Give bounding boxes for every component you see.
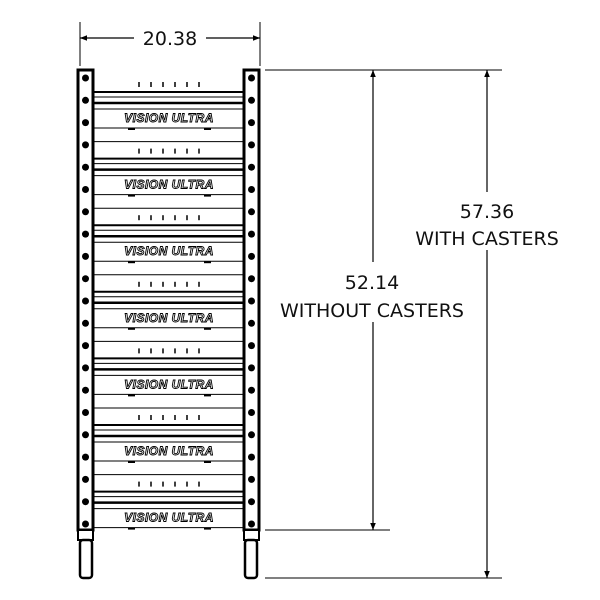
post-hole — [248, 163, 255, 171]
drawer: VISION ULTRA — [93, 481, 244, 530]
drawer: VISION ULTRA — [93, 148, 244, 209]
post-hole — [248, 364, 255, 372]
left-caster — [77, 529, 94, 580]
post-hole — [82, 498, 89, 506]
post-hole — [248, 252, 255, 260]
drawer: VISION ULTRA — [93, 348, 244, 409]
caster-wheel — [78, 538, 94, 580]
brand-label: VISION ULTRA — [124, 511, 214, 525]
post-hole — [82, 342, 89, 350]
drawer: VISION ULTRA — [93, 82, 244, 143]
post-hole — [82, 297, 89, 305]
drawer: VISION ULTRA — [93, 415, 244, 476]
caster-mount — [243, 529, 260, 541]
post-hole — [248, 498, 255, 506]
post-hole — [82, 163, 89, 171]
post-hole — [248, 386, 255, 394]
post-hole — [82, 520, 89, 528]
post-hole — [82, 275, 89, 283]
width-value: 20.38 — [143, 28, 197, 50]
right-caster — [243, 529, 260, 580]
height-without-casters-value: 52.14 — [345, 272, 399, 294]
post-hole — [82, 230, 89, 238]
post-hole — [82, 475, 89, 483]
post-hole — [82, 431, 89, 439]
post-hole — [82, 74, 89, 82]
brand-label: VISION ULTRA — [124, 311, 214, 325]
height-with-casters-dimension: 57.36 WITH CASTERS — [415, 70, 559, 578]
post-hole — [248, 342, 255, 350]
width-dimension: 20.38 — [79, 22, 261, 66]
post-hole — [248, 208, 255, 216]
post-hole — [248, 230, 255, 238]
post-hole — [82, 319, 89, 327]
height-without-casters-dimension: 52.14 WITHOUT CASTERS — [280, 70, 464, 530]
post-hole — [248, 119, 255, 127]
post-hole — [248, 74, 255, 82]
brand-label: VISION ULTRA — [124, 444, 214, 458]
brand-label: VISION ULTRA — [124, 111, 214, 125]
brand-label: VISION ULTRA — [124, 244, 214, 258]
caster-mount — [77, 529, 94, 541]
post-hole — [248, 453, 255, 461]
post-hole — [82, 252, 89, 260]
post-hole — [248, 520, 255, 528]
post-hole — [82, 409, 89, 416]
post-hole — [82, 141, 89, 149]
post-holes — [82, 74, 255, 528]
post-hole — [248, 319, 255, 327]
post-hole — [82, 96, 89, 104]
post-hole — [82, 119, 89, 127]
post-hole — [248, 96, 255, 104]
post-hole — [82, 186, 89, 193]
height-with-casters-value: 57.36 — [460, 201, 514, 223]
drawers: VISION ULTRA VISION ULTRA VISION ULTRA VISI… — [93, 82, 244, 530]
post-hole — [248, 431, 255, 439]
post-hole — [248, 186, 255, 193]
post-hole — [248, 297, 255, 305]
post-hole — [248, 409, 255, 416]
post-hole — [248, 475, 255, 483]
post-hole — [82, 364, 89, 372]
drawer: VISION ULTRA — [93, 215, 244, 276]
post-hole — [248, 141, 255, 149]
post-hole — [248, 275, 255, 283]
caster-wheel — [243, 538, 259, 580]
drawer: VISION ULTRA — [93, 281, 244, 342]
rack: VISION ULTRA VISION ULTRA VISION ULTRA VISI… — [76, 68, 261, 580]
post-hole — [82, 386, 89, 394]
post-hole — [82, 453, 89, 461]
height-without-casters-label: WITHOUT CASTERS — [280, 300, 464, 322]
brand-label: VISION ULTRA — [124, 377, 214, 391]
post-hole — [82, 208, 89, 216]
brand-label: VISION ULTRA — [124, 178, 214, 192]
height-with-casters-label: WITH CASTERS — [415, 228, 559, 250]
